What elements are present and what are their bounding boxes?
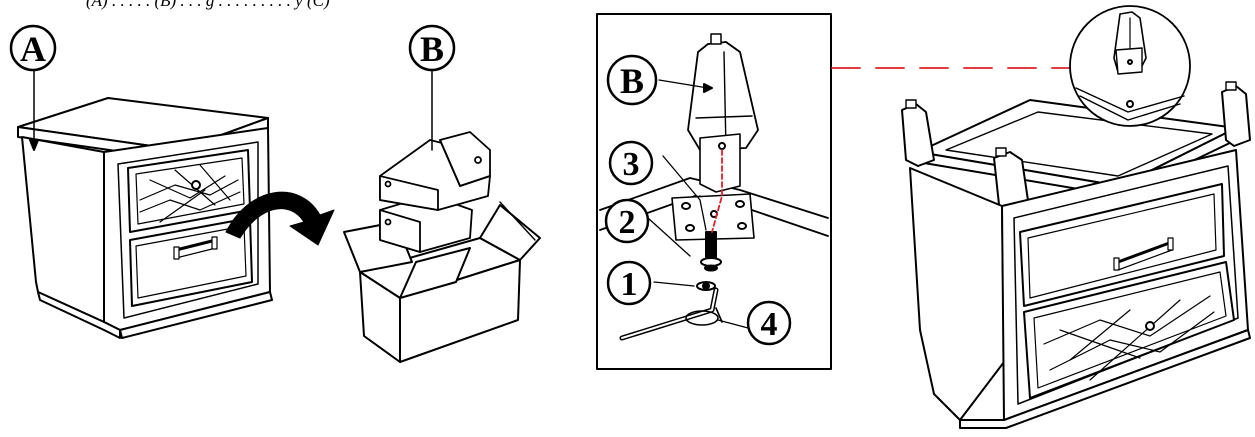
callout-part-3: 3: [608, 140, 654, 186]
curved-arrow-icon: [225, 191, 335, 246]
caption-fragment: (A) . . . . . (B) . . . g . . . . . . . …: [86, 0, 330, 10]
callout-a-label: A: [20, 29, 46, 69]
callout-part-1-label: 1: [621, 266, 638, 303]
callout-part-2-label: 2: [619, 204, 636, 241]
callout-b-detail: B: [606, 54, 658, 106]
callout-part-3-label: 3: [623, 146, 640, 183]
callout-part-1: 1: [606, 260, 652, 306]
callout-b-detail-label: B: [620, 61, 644, 101]
nightstand-a-illustration: [17, 65, 273, 339]
callout-part-4-label: 4: [761, 306, 778, 343]
assembly-axis-line: [711, 149, 723, 233]
callout-part-2: 2: [604, 198, 650, 244]
box-with-legs-illustration: [343, 67, 541, 363]
callout-b-box: B: [408, 24, 456, 72]
callout-a: A: [9, 24, 57, 72]
zoom-detail-circle: [1069, 5, 1191, 127]
upside-down-nightstand-illustration: [901, 81, 1251, 429]
callout-part-4: 4: [746, 300, 792, 346]
callout-b-box-label: B: [420, 29, 444, 69]
